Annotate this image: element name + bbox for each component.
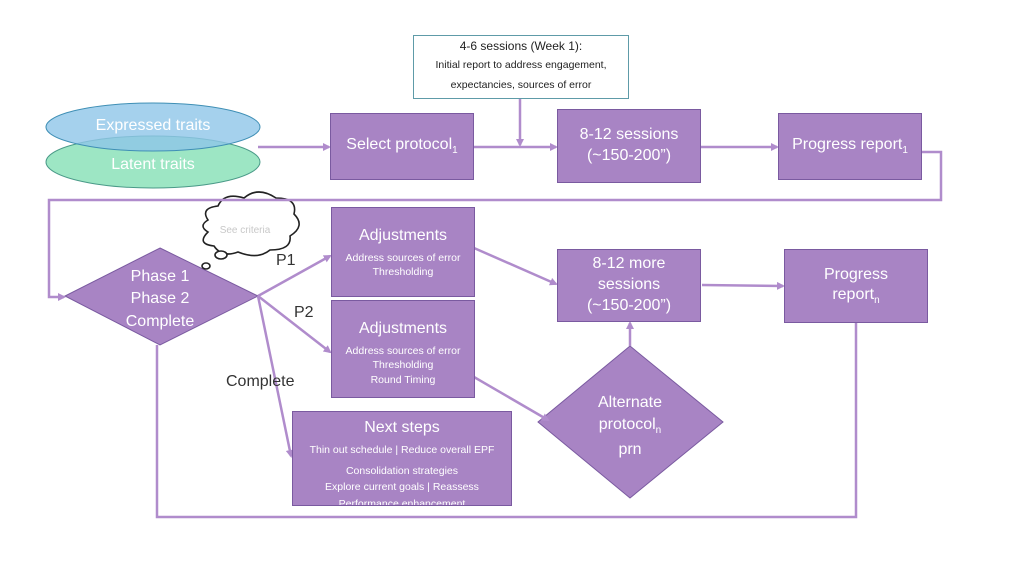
select-protocol-box: Select protocol1	[330, 113, 474, 180]
alternate-protocol-diamond	[537, 345, 724, 499]
connector-p1	[257, 254, 332, 298]
edge-label-p2: P2	[294, 304, 314, 321]
adjustments-p1-title: Adjustments	[358, 227, 448, 244]
adjustments-p2-item: Address sources of error	[345, 344, 461, 357]
alternate-line-3: prn	[618, 440, 642, 458]
edge-label-p1: P1	[276, 252, 296, 269]
connector-progress-return	[47, 150, 943, 301]
next-steps-item: Thin out schedule | Reduce overall EPF	[309, 443, 495, 456]
note-line-2: expectancies, sources of error	[450, 78, 592, 91]
note-title: 4-6 sessions (Week 1):	[459, 38, 583, 53]
progress-report-n-line-2: report	[832, 286, 875, 304]
phase-2-label: Phase 2	[130, 290, 190, 308]
adjustments-p2-item: Round Timing	[370, 374, 436, 387]
next-steps-item: Performance enhancement	[338, 498, 466, 506]
alternate-line-1: Alternate	[597, 394, 663, 411]
sessions-line-2: (~150-200”)	[586, 147, 672, 164]
alternate-sub: n	[655, 425, 662, 437]
thought-bubble: See criteria	[201, 191, 300, 270]
connector-adjust1-to-more	[473, 246, 558, 286]
progress-report-1-box: Progress report1	[778, 113, 922, 180]
progress-report-1-sub: 1	[902, 145, 908, 157]
next-steps-item: Consolidation strategies	[345, 464, 459, 477]
more-sessions-line-1: 8-12 more	[592, 255, 666, 273]
connector-bottom-loop	[155, 323, 858, 519]
alternate-protocol-text: Alternate protocoln prn	[575, 392, 685, 461]
note-line-1: Initial report to address engagement,	[435, 58, 607, 71]
select-protocol-label: Select protocol	[346, 136, 453, 154]
edge-label-complete: Complete	[226, 373, 295, 390]
adjustments-p2-box: Adjustments Address sources of error Thr…	[331, 300, 475, 398]
sessions-box: 8-12 sessions (~150-200”)	[557, 109, 701, 183]
connector-more-to-progress-n	[701, 281, 785, 290]
sessions-line-1: 8-12 sessions	[579, 126, 679, 144]
thought-bubble-text: See criteria	[220, 225, 271, 236]
progress-report-1-label: Progress report	[792, 136, 903, 154]
next-steps-item: Explore current goals | Reassess	[325, 481, 479, 494]
phase-decision-diamond	[63, 247, 260, 346]
alternate-line-2: protocol	[598, 416, 656, 434]
expressed-traits-label: Expressed traits	[95, 117, 211, 134]
connector-adjust2-to-alternate	[473, 375, 550, 422]
latent-traits-label: Latent traits	[111, 156, 195, 173]
progress-report-n-box: Progress reportn	[784, 249, 928, 323]
complete-label: Complete	[125, 312, 195, 330]
select-protocol-sub: 1	[452, 145, 458, 157]
next-steps-title: Next steps	[364, 419, 440, 436]
adjustments-p1-item: Thresholding	[372, 266, 434, 279]
adjustments-p1-item: Address sources of error	[345, 251, 461, 264]
more-sessions-line-2: sessions	[597, 276, 661, 294]
phase-1-label: Phase 1	[130, 268, 190, 285]
phase-decision-text: Phase 1 Phase 2 Complete	[100, 266, 220, 333]
connector-complete	[256, 295, 294, 458]
adjustments-p2-item: Thresholding	[372, 359, 434, 372]
connector-p2	[257, 295, 332, 354]
adjustments-p1-box: Adjustments Address sources of error Thr…	[331, 207, 475, 297]
expressed-traits-oval	[45, 102, 261, 152]
adjustments-p2-title: Adjustments	[358, 320, 448, 337]
initial-sessions-note: 4-6 sessions (Week 1): Initial report to…	[413, 35, 629, 99]
progress-report-n-line-1: Progress	[823, 265, 889, 283]
next-steps-box: Next steps Thin out schedule | Reduce ov…	[292, 411, 512, 506]
progress-report-n-sub: n	[874, 295, 880, 307]
more-sessions-box: 8-12 more sessions (~150-200”)	[557, 249, 701, 322]
more-sessions-line-3: (~150-200”)	[586, 296, 672, 314]
